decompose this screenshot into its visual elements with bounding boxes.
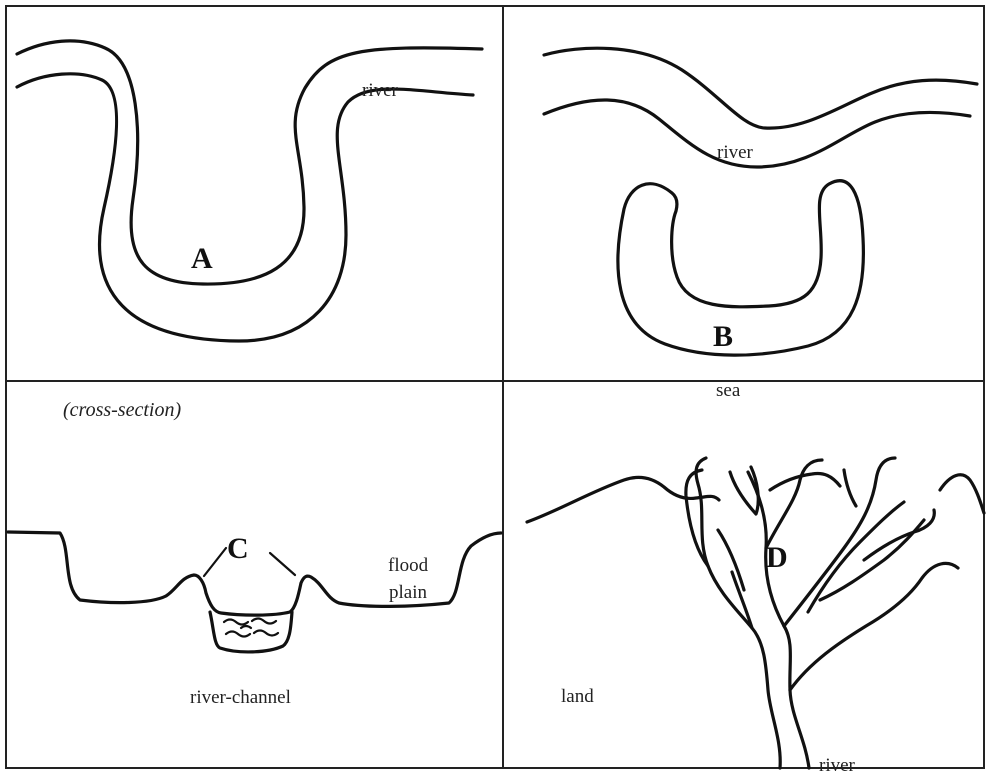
panel-oxbow: river B sea [544,48,977,401]
oxbow-lake-outline [618,181,863,355]
marker-a: A [191,242,213,275]
marker-b: B [713,320,733,353]
panel-cross-section: (cross-section) C flood plain river-chan… [8,399,501,708]
river-label-meander: river [362,80,399,101]
sea-label: sea [716,380,741,401]
floodplain-label-line2: plain [389,582,427,603]
delta-trunk-left-bank [696,458,780,768]
marker-d: D [766,541,788,574]
distributary-11 [844,470,856,506]
distributary-12 [718,530,744,590]
oxbow-river-top-bank [544,48,977,128]
delta-trunk-right-bank [748,472,809,768]
meander-outer-bank [17,41,482,284]
meander-inner-bank [17,74,473,341]
panel-meander: river A [17,41,482,341]
land-label: land [561,686,594,707]
distributary-2 [730,467,758,514]
leader-right-levee [270,553,295,575]
outer-frame [6,6,984,768]
river-label-oxbow: river [717,142,754,163]
distributary-5 [790,563,958,690]
distributary-10 [770,474,840,491]
oxbow-river-bottom-bank [544,100,970,167]
leader-left-levee [204,548,226,576]
coastline-right [940,475,984,513]
river-channel-label: river-channel [190,687,291,708]
marker-c: C [227,532,249,565]
river-channel-bed [210,612,292,652]
delta-river-label: river [819,755,856,774]
channel-water [224,619,278,637]
panel-delta: D land river [527,458,984,774]
cross-section-caption: (cross-section) [63,399,181,421]
floodplain-label-line1: flood [388,555,429,576]
distributary-9 [864,510,934,560]
